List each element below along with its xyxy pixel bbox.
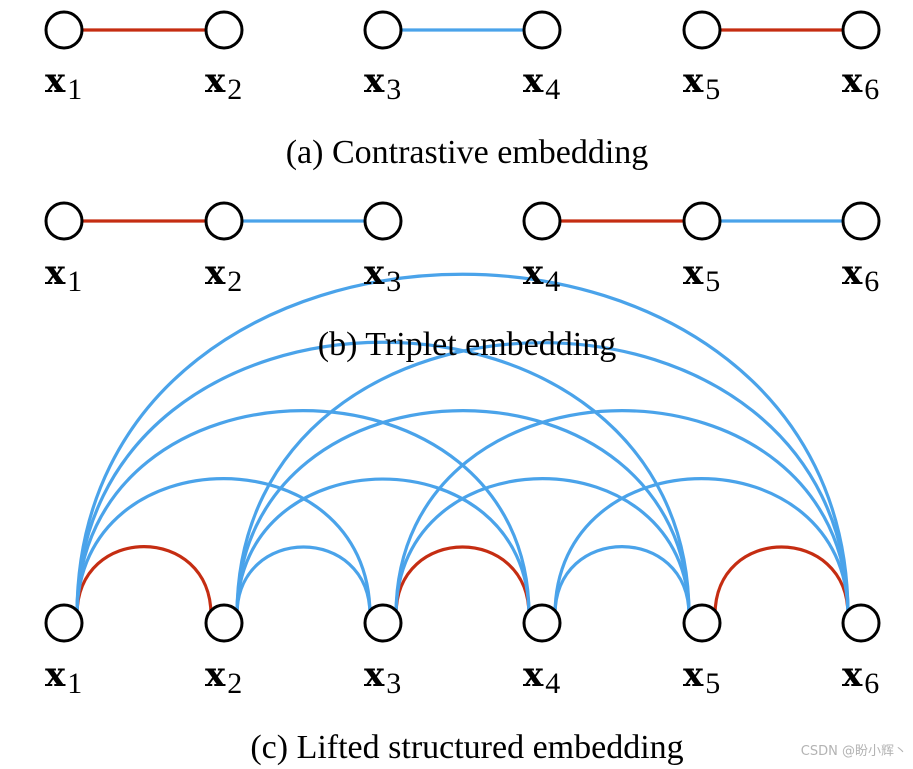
node-label-b-x1: x1: [45, 253, 82, 298]
edge-c-x3-x6: [394, 409, 850, 617]
node-subscript: 4: [545, 667, 560, 700]
node-subscript: 6: [864, 73, 879, 106]
node-subscript: 3: [386, 667, 401, 700]
edge-c-x1-x3: [75, 477, 372, 617]
node-label-b-x4: x4: [523, 253, 560, 298]
caption-a: (a) Contrastive embedding: [286, 134, 649, 171]
node-var: x: [364, 655, 385, 695]
node-var: x: [364, 253, 385, 293]
node-label-c-x5: x5: [683, 655, 720, 700]
edge-c-x4-x6: [553, 477, 850, 617]
node-a-x3: [363, 10, 403, 50]
caption-c: (c) Lifted structured embedding: [250, 729, 683, 766]
node-b-x4: [522, 201, 562, 241]
node-var: x: [45, 655, 66, 695]
node-var: x: [205, 61, 226, 101]
node-var: x: [364, 61, 385, 101]
node-a-x5: [682, 10, 722, 50]
edge-c-x3-x5: [394, 477, 691, 617]
node-a-x1: [44, 10, 84, 50]
node-var: x: [205, 253, 226, 293]
node-subscript: 1: [67, 265, 82, 298]
node-c-x6: [841, 603, 881, 643]
node-subscript: 3: [386, 73, 401, 106]
edge-c-x2-x5: [235, 409, 691, 617]
node-subscript: 5: [705, 667, 720, 700]
node-label-b-x5: x5: [683, 253, 720, 298]
node-var: x: [205, 655, 226, 695]
node-a-x4: [522, 10, 562, 50]
node-var: x: [45, 61, 66, 101]
node-var: x: [842, 655, 863, 695]
node-a-x2: [204, 10, 244, 50]
edge-c-x1-x5: [75, 340, 691, 617]
node-subscript: 6: [864, 265, 879, 298]
edge-c-x2-x3: [235, 545, 372, 617]
node-label-b-x3: x3: [364, 253, 401, 298]
node-c-x4: [522, 603, 562, 643]
node-label-c-x6: x6: [842, 655, 879, 700]
edge-c-x2-x4: [235, 477, 531, 617]
node-c-x5: [682, 603, 722, 643]
node-label-b-x2: x2: [205, 253, 242, 298]
watermark: CSDN @盼小辉丶: [801, 744, 907, 759]
node-subscript: 1: [67, 73, 82, 106]
caption-b: (b) Triplet embedding: [318, 326, 616, 363]
node-subscript: 4: [545, 73, 560, 106]
node-subscript: 5: [705, 73, 720, 106]
node-var: x: [523, 253, 544, 293]
node-b-x5: [682, 201, 722, 241]
node-var: x: [683, 655, 704, 695]
node-label-c-x3: x3: [364, 655, 401, 700]
node-subscript: 4: [545, 265, 560, 298]
node-label-b-x6: x6: [842, 253, 879, 298]
edge-c-x2-x6: [235, 341, 850, 617]
nodes-layer: [44, 10, 881, 643]
node-subscript: 2: [227, 667, 242, 700]
node-var: x: [523, 655, 544, 695]
node-label-c-x1: x1: [45, 655, 82, 700]
node-label-c-x4: x4: [523, 655, 560, 700]
node-b-x2: [204, 201, 244, 241]
node-var: x: [683, 253, 704, 293]
edges-layer: [75, 28, 850, 617]
node-subscript: 2: [227, 265, 242, 298]
node-subscript: 1: [67, 667, 82, 700]
node-label-a-x3: x3: [364, 61, 401, 106]
node-var: x: [523, 61, 544, 101]
edge-c-x3-x4: [394, 545, 531, 617]
node-subscript: 3: [386, 265, 401, 298]
node-c-x3: [363, 603, 403, 643]
edge-c-x4-x5: [553, 545, 691, 617]
node-subscript: 5: [705, 265, 720, 298]
node-var: x: [45, 253, 66, 293]
edge-c-x1-x6: [75, 272, 850, 617]
node-label-a-x2: x2: [205, 61, 242, 106]
node-label-a-x5: x5: [683, 61, 720, 106]
node-b-x3: [363, 201, 403, 241]
node-var: x: [683, 61, 704, 101]
node-subscript: 6: [864, 667, 879, 700]
edge-c-x5-x6: [713, 545, 850, 617]
node-subscript: 2: [227, 73, 242, 106]
node-c-x2: [204, 603, 244, 643]
node-label-c-x2: x2: [205, 655, 242, 700]
node-c-x1: [44, 603, 84, 643]
edge-c-x1-x2: [75, 545, 213, 617]
node-label-a-x4: x4: [523, 61, 560, 106]
node-a-x6: [841, 10, 881, 50]
node-b-x1: [44, 201, 84, 241]
node-var: x: [842, 253, 863, 293]
node-label-a-x6: x6: [842, 61, 879, 106]
node-var: x: [842, 61, 863, 101]
node-label-a-x1: x1: [45, 61, 82, 106]
node-b-x6: [841, 201, 881, 241]
edge-c-x1-x4: [75, 409, 531, 617]
